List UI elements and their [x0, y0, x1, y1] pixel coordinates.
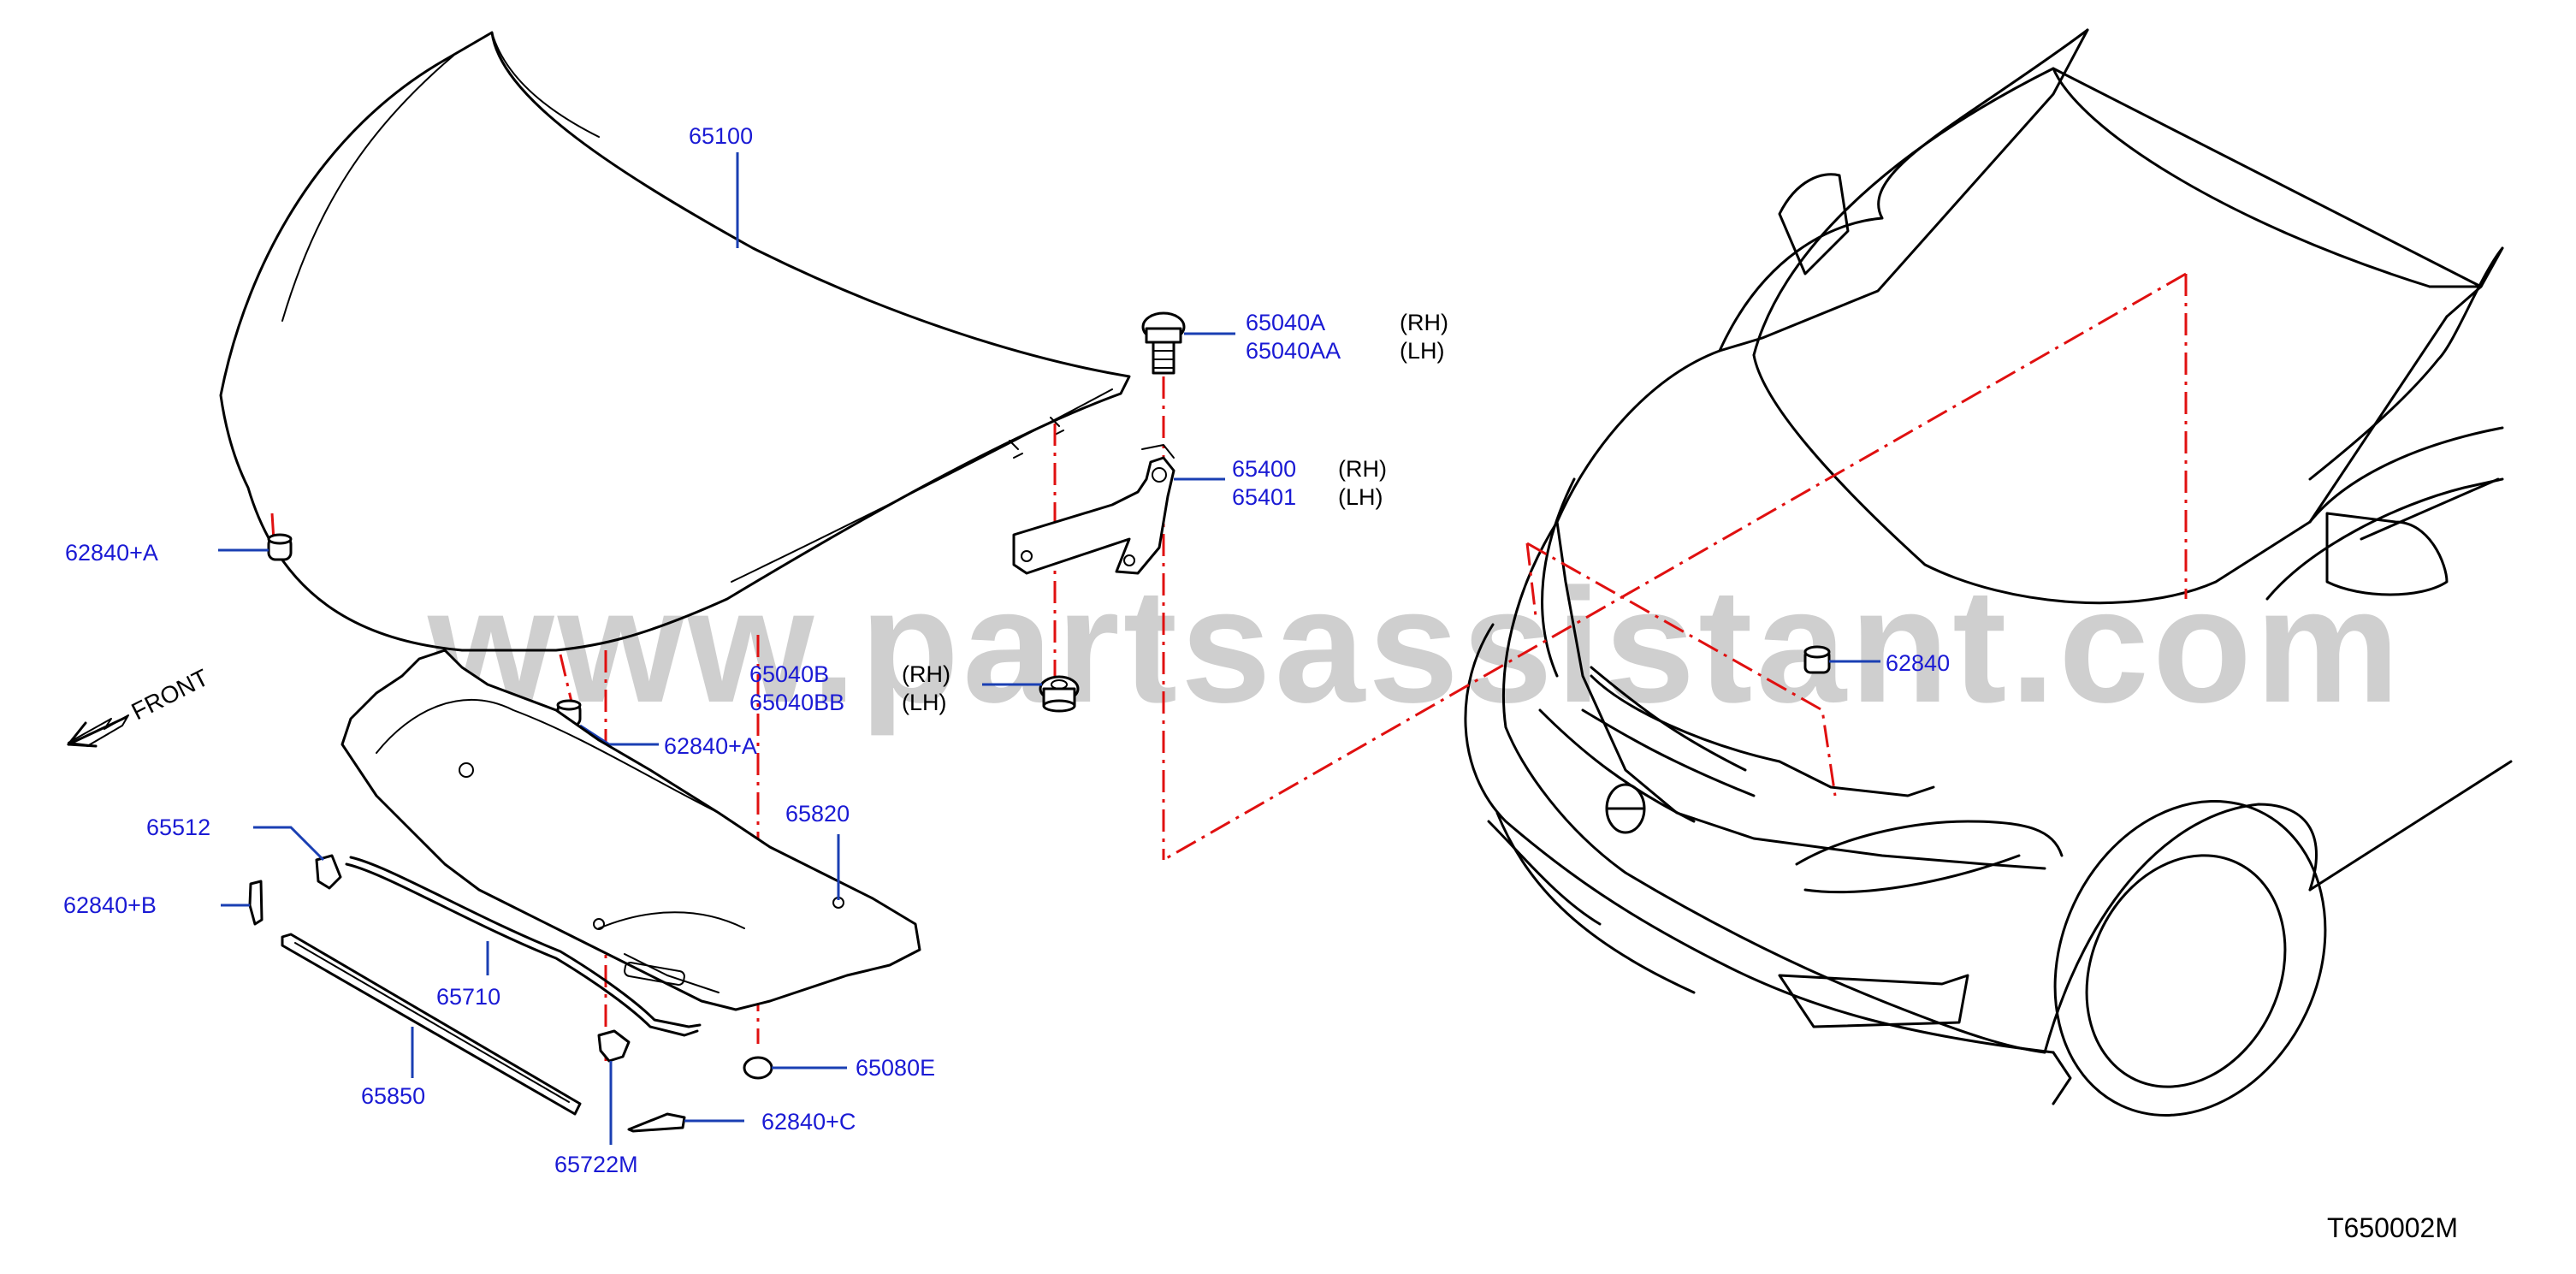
label-62840-C: 62840+C [761, 1109, 856, 1135]
bumper-stop-icon [248, 880, 264, 926]
side-rh: (RH) [902, 661, 950, 687]
bolt-icon [1141, 311, 1186, 375]
label-65401: 65401 [1232, 484, 1296, 510]
side-lh: (LH) [1400, 338, 1445, 364]
watermark: www.partsassistant.com [427, 555, 2403, 737]
bumper-stop-icon [267, 533, 293, 561]
label-65820: 65820 [785, 801, 850, 827]
assembly-line [1525, 542, 1537, 617]
clip-icon [315, 854, 342, 890]
hood-panel [219, 31, 1131, 652]
label-65040BB: 65040BB [749, 690, 844, 715]
side-rh: (RH) [1338, 456, 1387, 482]
label-62840-B: 62840+B [63, 892, 157, 918]
drawing-number: T650002M [2327, 1212, 2458, 1243]
front-label: FRONT [127, 664, 213, 725]
front-arrow-icon [67, 714, 129, 748]
side-rh: (RH) [1400, 310, 1448, 335]
side-lh: (LH) [902, 690, 947, 715]
side-lh: (LH) [1338, 484, 1383, 510]
label-65100: 65100 [689, 123, 753, 149]
grommet-icon [1039, 675, 1080, 713]
label-65040A: 65040A [1246, 310, 1325, 335]
label-65850: 65850 [361, 1083, 425, 1109]
assembly-line [559, 654, 573, 702]
label-65040AA: 65040AA [1246, 338, 1341, 364]
assembly-line [270, 513, 275, 542]
label-65040B: 65040B [749, 661, 829, 687]
bumper-stop-icon [627, 1112, 686, 1133]
label-65512: 65512 [146, 815, 210, 840]
label-62840-A-left: 62840+A [65, 540, 158, 566]
hood-strip [281, 933, 582, 1116]
hood-insulator [341, 649, 921, 1011]
hood-bracket [597, 1029, 631, 1063]
clip-icon [743, 1056, 773, 1080]
hood-hinge [1012, 444, 1175, 575]
label-62840-car: 62840 [1886, 650, 1950, 676]
label-65080E: 65080E [856, 1055, 935, 1081]
label-65722M: 65722M [554, 1152, 638, 1177]
label-65400: 65400 [1232, 456, 1296, 482]
assembly-line [1526, 542, 1837, 797]
label-62840-A-mid: 62840+A [664, 733, 757, 759]
label-65710: 65710 [436, 984, 500, 1010]
leader-line [579, 724, 659, 746]
vehicle-body [1464, 28, 2513, 1117]
bumper-stop-icon [1803, 645, 1831, 674]
hood-seal [345, 856, 702, 1037]
leader-line [253, 826, 325, 862]
